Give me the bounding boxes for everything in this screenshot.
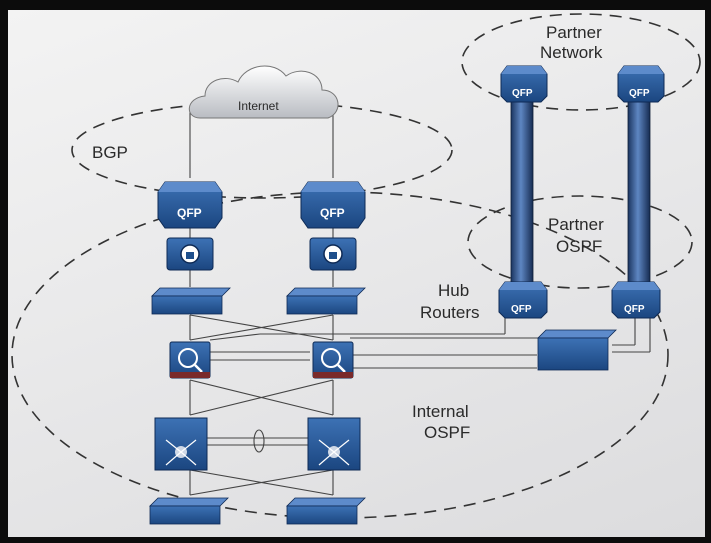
partner-link-tube-right (627, 97, 651, 285)
partner-network-region (461, 13, 701, 111)
qfp-label: QFP (512, 88, 533, 99)
qfp-label: QFP (624, 304, 645, 315)
qfp-label: QFP (320, 206, 345, 220)
vpn-appliance-right (309, 237, 357, 271)
partner-ospf-label-line1: Partner (548, 215, 604, 234)
partner-network-label-line1: Partner (546, 23, 602, 42)
firewall-right (312, 341, 354, 379)
partner-ospf-region (467, 195, 693, 289)
internal-ospf-label-line2: OSPF (424, 423, 470, 442)
bgp-router-left: QFP (157, 181, 223, 229)
hub-routers-label-line2: Routers (420, 303, 480, 322)
partner-link-tube-left (510, 97, 534, 285)
partner-ospf-label-line2: OSPF (556, 237, 602, 256)
partner-switch (537, 329, 617, 371)
bgp-router-right: QFP (300, 181, 366, 229)
hub-routers-label-line1: Hub (438, 281, 469, 300)
switch-bottom-right (286, 497, 366, 525)
firewall-left (169, 341, 211, 379)
bgp-label: BGP (92, 143, 128, 162)
vpn-appliance-left (166, 237, 214, 271)
qfp-label: QFP (511, 304, 532, 315)
internal-ospf-label-line1: Internal (412, 402, 469, 421)
switch-upper-left (151, 287, 231, 315)
hub-router-right: QFP (611, 281, 661, 319)
qfp-label: QFP (629, 88, 650, 99)
switch-bottom-left (149, 497, 229, 525)
internet-cloud: Internet (188, 65, 339, 119)
qfp-label: QFP (177, 206, 202, 220)
partner-router-left: QFP (500, 65, 548, 103)
partner-network-label-line2: Network (540, 43, 603, 62)
partner-router-right: QFP (617, 65, 665, 103)
core-switch-left (154, 417, 208, 471)
hub-router-left: QFP (498, 281, 548, 319)
switch-upper-right (286, 287, 366, 315)
internet-label: Internet (238, 99, 279, 113)
core-switch-right (307, 417, 361, 471)
